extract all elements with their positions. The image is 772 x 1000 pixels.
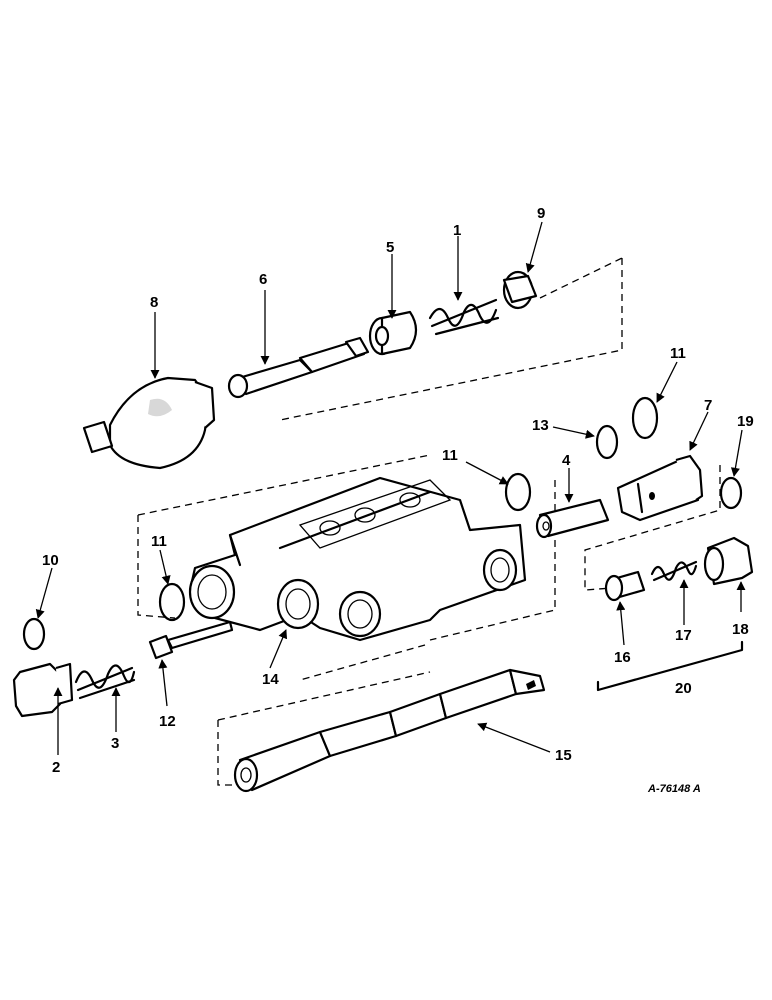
part-1-spring	[428, 298, 500, 336]
callout-6: 6	[259, 271, 267, 288]
callout-11-a: 11	[151, 533, 167, 550]
callout-2: 2	[52, 759, 60, 776]
callout-12: 12	[159, 713, 176, 730]
callout-16: 16	[614, 649, 631, 666]
part-9-seat	[502, 270, 538, 310]
callout-20: 20	[675, 680, 692, 697]
part-14-valve-body	[188, 476, 527, 642]
callout-8: 8	[150, 294, 158, 311]
part-4-pin	[535, 498, 610, 539]
part-3-spring	[74, 664, 136, 700]
callout-4: 4	[562, 452, 571, 469]
part-18-plug	[703, 536, 754, 586]
part-11-ring-b	[504, 472, 532, 512]
callout-17: 17	[675, 627, 692, 644]
leader-arrows	[35, 221, 746, 755]
callout-15: 15	[555, 747, 572, 764]
part-8-cap	[82, 376, 216, 470]
drawing-reference-code: A-76148 A	[647, 783, 701, 795]
part-11-ring-c	[631, 396, 659, 440]
callout-9: 9	[537, 205, 545, 222]
callout-13: 13	[532, 417, 549, 434]
part-17-spring	[650, 560, 698, 582]
part-15-main-spool	[233, 668, 546, 793]
part-13-ring	[595, 424, 619, 460]
callout-5: 5	[386, 239, 394, 256]
callout-11-c: 11	[670, 345, 686, 362]
callout-3: 3	[111, 735, 119, 752]
part-7-valve-cage	[616, 454, 704, 522]
part-10-ring	[22, 617, 46, 651]
assembly-guide-lines	[137, 257, 721, 786]
part-12-plunger	[148, 620, 234, 660]
callout-18: 18	[732, 621, 749, 638]
callout-labels: 1 2 3 4 5 6 7 8 9 10 11 11 11 12 13 14 1…	[42, 205, 754, 776]
part-16-check	[604, 570, 646, 602]
callout-7: 7	[704, 397, 712, 414]
callout-1: 1	[453, 222, 461, 239]
part-11-ring-a	[158, 582, 186, 622]
callout-10: 10	[42, 552, 59, 569]
callout-11-b: 11	[442, 447, 458, 464]
part-5-sleeve	[368, 310, 418, 356]
part-2-plug	[12, 662, 74, 718]
part-6-spool	[227, 336, 370, 399]
part-19-ring	[719, 476, 743, 510]
callout-19: 19	[737, 413, 754, 430]
callout-14: 14	[262, 671, 279, 688]
